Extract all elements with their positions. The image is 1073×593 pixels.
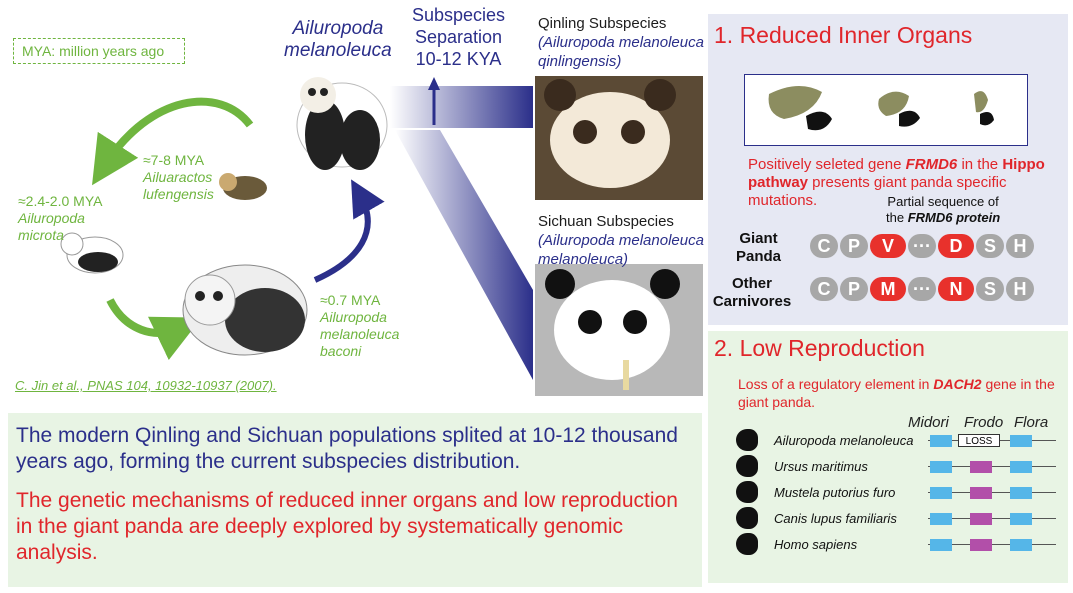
- amino-acid-2: V: [870, 234, 906, 258]
- gene-row: Homo sapiens: [708, 533, 1068, 555]
- exon-frodo: [970, 461, 992, 473]
- amino-acid-0: C: [810, 277, 838, 301]
- species-silhouette-icon: [736, 507, 758, 529]
- exon-frodo: [970, 513, 992, 525]
- amino-acid-6: H: [1006, 234, 1034, 258]
- exon-midori: [930, 461, 952, 473]
- species-silhouette-icon: [736, 429, 758, 451]
- loss-label: LOSS: [958, 434, 1000, 447]
- species-silhouette-icon: [736, 481, 758, 503]
- amino-acid-5: S: [976, 234, 1004, 258]
- col-flora: Flora: [1014, 414, 1049, 431]
- liver-icon-large: [768, 85, 822, 119]
- panel1-title: 1. Reduced Inner Organs: [714, 22, 973, 48]
- amino-acid-6: H: [1006, 277, 1034, 301]
- summary-paragraph-2: The genetic mechanisms of reduced inner …: [16, 489, 678, 564]
- sichuan-label: Sichuan Subspecies (Ailuropoda melanoleu…: [538, 213, 704, 268]
- citation-link[interactable]: C. Jin et al., PNAS 104, 10932-10937 (20…: [15, 378, 277, 393]
- species-name: Ailuropoda melanoleuca: [774, 433, 914, 448]
- carnivore-row-label: Other Carnivores: [712, 275, 792, 310]
- species-silhouette-icon: [736, 533, 758, 555]
- exon-flora: [1010, 487, 1032, 499]
- exon-midori: [930, 435, 952, 447]
- amino-acid-5: S: [976, 277, 1004, 301]
- panel-low-reproduction: 2. Low Reproduction Loss of a regulatory…: [708, 331, 1068, 583]
- arrow-a3-to-modern: [313, 179, 385, 283]
- arrow-a1-to-a2: [92, 97, 254, 186]
- panel-reduced-inner-organs: 1. Reduced Inner Organs Positively selet…: [708, 14, 1068, 325]
- ancestor-2-label: ≈2.4-2.0 MYA Ailuropoda microta: [18, 193, 103, 243]
- exon-midori: [930, 513, 952, 525]
- gene-row: Ursus maritimus: [708, 455, 1068, 477]
- amino-acid-3: ···: [908, 277, 936, 301]
- arrow-a2-to-a3: [106, 298, 202, 361]
- gene-line: [928, 544, 1056, 545]
- summary-box: The modern Qinling and Sichuan populatio…: [8, 413, 702, 587]
- species-name: Homo sapiens: [774, 537, 858, 552]
- species-name: Canis lupus familiaris: [774, 511, 897, 526]
- amino-acid-1: P: [840, 277, 868, 301]
- exon-frodo: [970, 487, 992, 499]
- liver-icon-dark-3: [980, 112, 994, 126]
- gene-line: [928, 466, 1056, 467]
- sichuan-band: [395, 130, 533, 380]
- liver-icon-dark-2: [899, 110, 920, 127]
- gene-row: Ailuropoda melanoleuca LOSS: [708, 429, 1068, 451]
- panel2-description: Loss of a regulatory element in DACH2 ge…: [738, 376, 1055, 410]
- ailuaractos-icon: [219, 173, 267, 200]
- microta-panda-icon: [60, 232, 124, 274]
- mya-note-box: MYA: million years ago: [13, 38, 185, 64]
- panel1-description: Positively seleted gene FRMD6 in the Hip…: [748, 156, 1045, 209]
- exon-flora: [1010, 539, 1032, 551]
- species-silhouette-icon: [736, 455, 758, 477]
- separation-label: Subspecies Separation 10-12 KYA: [412, 5, 506, 69]
- amino-acid-2: M: [870, 277, 906, 301]
- sequence-title: Partial sequence of the FRMD6 protein: [886, 194, 1001, 225]
- exon-frodo: [970, 539, 992, 551]
- main-species-label: Ailuropoda melanoleuca: [284, 18, 392, 61]
- organ-illustration: [744, 74, 1028, 146]
- gene-row: Mustela putorius furo: [708, 481, 1068, 503]
- amino-acid-4: N: [938, 277, 974, 301]
- panda-row-label: Giant Panda: [736, 230, 782, 265]
- amino-acid-1: P: [840, 234, 868, 258]
- evolution-graphics: [60, 76, 703, 396]
- ancestor-1-label: ≈7-8 MYA Ailuaractos lufengensis: [143, 152, 214, 202]
- liver-icon-dark-1: [806, 111, 832, 131]
- amino-acid-0: C: [810, 234, 838, 258]
- modern-panda-icon: [296, 77, 388, 170]
- liver-icon-medium: [878, 91, 909, 116]
- panel2-title: 2. Low Reproduction: [714, 335, 925, 361]
- exon-midori: [930, 487, 952, 499]
- col-midori: Midori: [908, 414, 949, 431]
- col-frodo: Frodo: [964, 414, 1004, 431]
- gene-rows: Ailuropoda melanoleuca LOSS Ursus maritimu…: [708, 429, 1068, 581]
- liver-icon-small: [974, 91, 988, 113]
- amino-acid-3: ···: [908, 234, 936, 258]
- exon-flora: [1010, 435, 1032, 447]
- species-name: Ursus maritimus: [774, 459, 868, 474]
- ancestor-3-label: ≈0.7 MYA Ailuropoda melanoleuca baconi: [320, 292, 400, 359]
- gene-line: [928, 518, 1056, 519]
- amino-acid-4: D: [938, 234, 974, 258]
- baconi-panda-icon: [182, 264, 308, 356]
- gene-line: [928, 492, 1056, 493]
- qinling-panda-photo: [535, 76, 703, 200]
- qinling-label: Qinling Subspecies (Ailuropoda melanoleu…: [538, 15, 704, 70]
- exon-flora: [1010, 461, 1032, 473]
- gene-row: Canis lupus familiaris: [708, 507, 1068, 529]
- sichuan-panda-photo: [535, 264, 703, 396]
- summary-paragraph-1: The modern Qinling and Sichuan populatio…: [16, 424, 678, 473]
- exon-flora: [1010, 513, 1032, 525]
- qinling-band: [390, 86, 533, 128]
- exon-midori: [930, 539, 952, 551]
- species-name: Mustela putorius furo: [774, 485, 896, 500]
